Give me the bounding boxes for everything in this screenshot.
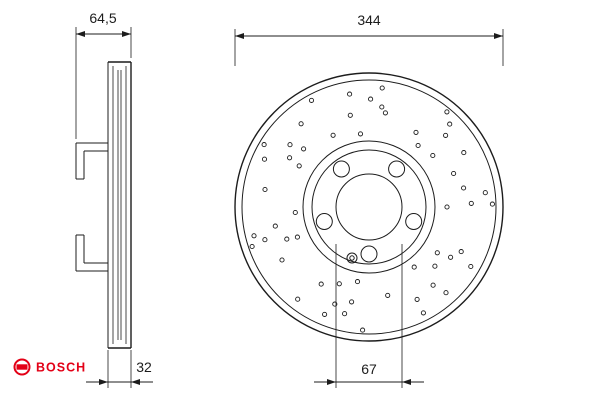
drilled-hole	[357, 131, 364, 137]
drilled-hole	[279, 257, 285, 263]
drilled-hole	[261, 142, 267, 148]
dim-label-overall-width: 64,5	[89, 10, 116, 26]
drilled-hole	[298, 121, 304, 127]
drilled-hole	[322, 311, 328, 317]
drilled-hole	[360, 327, 366, 333]
brand-text: BOSCH	[36, 361, 86, 375]
drilled-hole	[415, 142, 421, 149]
drilled-hole	[443, 290, 449, 296]
drilled-hole	[342, 311, 348, 317]
drilled-hole	[434, 250, 440, 256]
drilled-hole	[413, 129, 419, 135]
arrowhead-right	[131, 379, 140, 385]
drilled-hole	[347, 91, 353, 97]
bolt-hole	[360, 245, 378, 263]
drilled-hole	[296, 163, 302, 169]
dim-thickness: 32	[86, 350, 153, 388]
drilled-hole	[292, 209, 298, 216]
dim-center-bore: 67	[314, 244, 424, 388]
drilled-hole	[284, 236, 290, 242]
drilled-hole	[347, 112, 353, 118]
bolt-hole	[405, 213, 423, 230]
bolt-hole	[315, 213, 333, 230]
dim-label-outer-diameter: 344	[357, 12, 381, 28]
drilled-hole	[443, 132, 449, 138]
bosch-armature-bar	[16, 364, 28, 370]
side-view	[75, 61, 132, 349]
drilled-hole	[301, 146, 307, 152]
drill-holes	[249, 85, 495, 333]
drilled-hole	[468, 263, 474, 270]
drilled-hole	[287, 142, 293, 148]
bolt-hole	[388, 160, 406, 178]
hub-circle	[302, 140, 436, 274]
arrowhead-left	[99, 379, 108, 385]
drilled-hole	[430, 282, 436, 288]
dim-label-thickness: 32	[136, 359, 152, 375]
drilled-hole	[411, 264, 417, 270]
dim-outer-diameter: 344	[234, 12, 504, 66]
drilled-hole	[468, 200, 474, 206]
drilled-hole	[489, 201, 495, 207]
drilled-hole	[430, 152, 436, 159]
drilled-hole	[420, 310, 426, 316]
drilled-hole	[382, 110, 388, 116]
drilled-hole	[379, 104, 385, 110]
drilled-hole	[368, 96, 374, 102]
arrowhead-right	[122, 31, 131, 37]
bosch-symbol-icon	[13, 358, 31, 376]
arrowhead-right	[402, 379, 411, 385]
drilled-hole	[262, 186, 268, 193]
arrowhead-left	[235, 33, 244, 39]
drilled-hole	[447, 121, 453, 127]
arrowhead-left	[327, 379, 336, 385]
drilled-hole	[330, 132, 336, 138]
drilled-hole	[354, 279, 361, 285]
drilled-hole	[262, 237, 268, 243]
rim-inner-circle	[241, 79, 497, 335]
drilled-hole	[448, 254, 454, 260]
drilled-hole	[308, 97, 315, 103]
bosch-logo: BOSCH	[13, 358, 86, 376]
drilled-hole	[444, 204, 450, 210]
drilled-hole	[451, 170, 457, 177]
drilled-hole	[482, 190, 488, 196]
drilled-hole	[336, 281, 342, 287]
drilled-hole	[432, 263, 438, 269]
drilled-hole	[318, 281, 324, 287]
drilled-hole	[294, 234, 300, 240]
center-bore-circle	[335, 173, 403, 241]
outer-diameter-circle	[234, 72, 504, 342]
drilled-hole	[251, 233, 257, 239]
pin-hole-inner	[349, 255, 355, 261]
front-view	[234, 72, 504, 342]
pin-hole-outer	[346, 252, 358, 264]
drilled-hole	[349, 299, 355, 305]
drilled-hole	[444, 109, 450, 115]
drilled-hole	[379, 85, 385, 91]
drilled-hole	[261, 156, 268, 162]
hub-inner-circle	[311, 149, 427, 265]
arrowhead-left	[76, 31, 85, 37]
drilled-hole	[272, 223, 278, 229]
drilled-hole	[287, 155, 293, 161]
drilled-hole	[295, 296, 301, 302]
drilled-hole	[458, 249, 464, 255]
drilled-hole	[461, 150, 467, 156]
drilled-hole	[414, 296, 420, 302]
dim-overall-width: 64,5	[75, 10, 132, 139]
drilled-hole	[461, 185, 467, 191]
arrowhead-right	[494, 33, 503, 39]
drilled-hole	[249, 243, 255, 250]
dim-label-center-bore: 67	[361, 361, 377, 377]
drilled-hole	[385, 292, 391, 298]
bolt-hole	[332, 160, 350, 178]
